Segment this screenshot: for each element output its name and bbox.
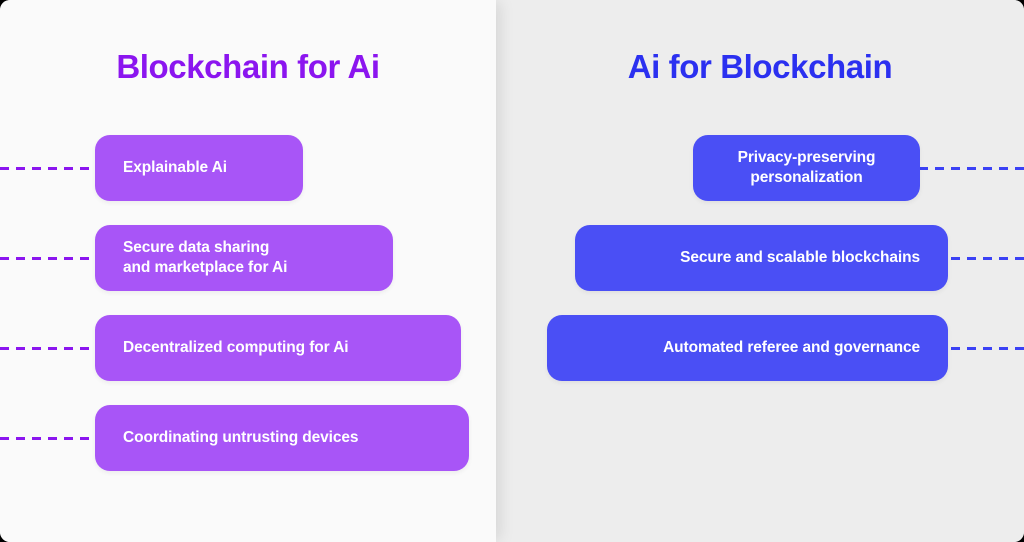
left-column-title: Blockchain for Ai xyxy=(116,48,380,85)
left-item-coordinating-untrusting-devices[interactable]: Coordinating untrusting devices xyxy=(95,405,469,471)
left-item-secure-data-sharing[interactable]: Secure data sharing and marketplace for … xyxy=(95,225,393,291)
right-item-label: Privacy-preserving personalization xyxy=(737,148,876,186)
connector-line-left-2 xyxy=(0,257,100,260)
left-item-label: Decentralized computing for Ai xyxy=(123,338,349,356)
connector-line-right-2 xyxy=(916,257,1024,260)
right-column-title: Ai for Blockchain xyxy=(627,48,893,85)
connector-line-right-1 xyxy=(916,167,1024,170)
connector-line-left-1 xyxy=(0,167,100,170)
right-item-secure-scalable-blockchains[interactable]: Secure and scalable blockchains xyxy=(575,225,948,291)
connector-line-right-3 xyxy=(916,347,1024,350)
left-item-label: Secure data sharing and marketplace for … xyxy=(123,238,288,276)
left-item-explainable-ai[interactable]: Explainable Ai xyxy=(95,135,303,201)
right-item-privacy-preserving-personalization[interactable]: Privacy-preserving personalization xyxy=(693,135,920,201)
left-item-label: Explainable Ai xyxy=(123,158,227,176)
left-item-decentralized-computing[interactable]: Decentralized computing for Ai xyxy=(95,315,461,381)
connector-line-left-3 xyxy=(0,347,100,350)
right-item-label: Secure and scalable blockchains xyxy=(680,248,920,266)
connector-line-left-4 xyxy=(0,437,100,440)
right-item-automated-referee-governance[interactable]: Automated referee and governance xyxy=(547,315,948,381)
right-item-label: Automated referee and governance xyxy=(663,338,920,356)
left-item-label: Coordinating untrusting devices xyxy=(123,428,359,446)
